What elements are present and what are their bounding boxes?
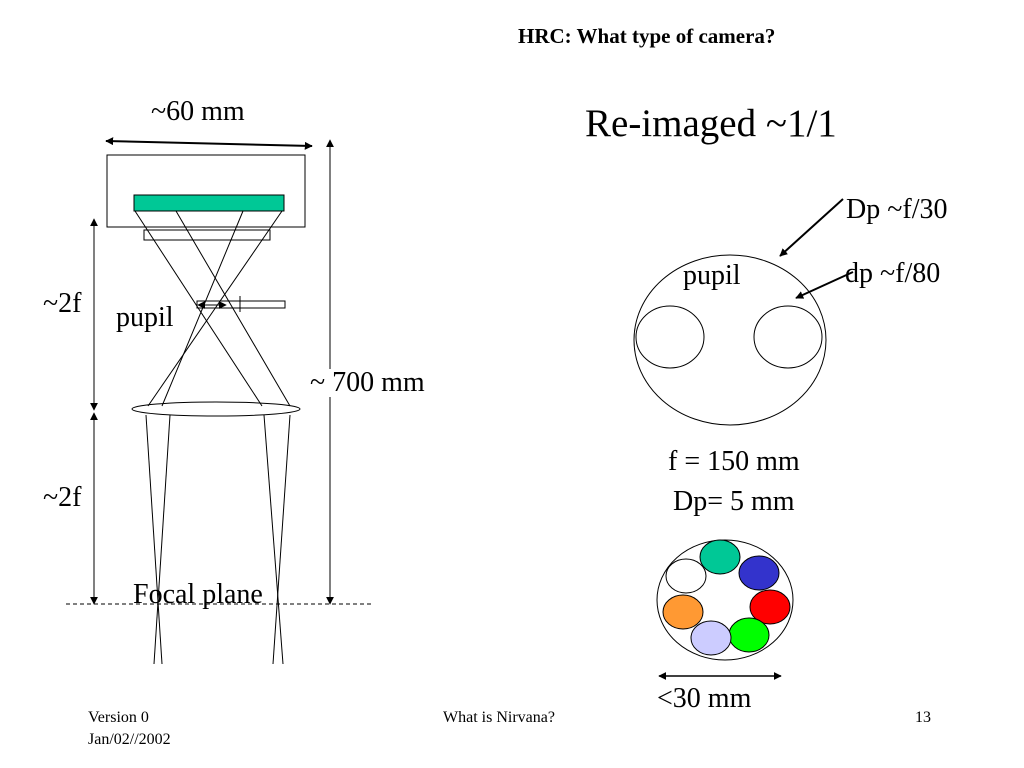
slide-header: HRC: What type of camera? (518, 24, 776, 48)
filter-red (749, 589, 791, 625)
footer-date: Jan/02//2002 (88, 731, 171, 748)
outer-pupil-arrow (779, 198, 844, 257)
footer-page-number: 13 (915, 709, 931, 726)
width-arrow (105, 137, 313, 150)
lens (131, 401, 301, 417)
slide-subtitle: Re-imaged ~1/1 (585, 102, 837, 145)
upper-2f-label: ~2f (43, 288, 82, 319)
filter-teal (699, 539, 741, 575)
ray-bundle-upper (134, 210, 291, 407)
pupil-diameter-label: Dp= 5 mm (673, 486, 795, 517)
focal-length-label: f = 150 mm (668, 446, 800, 477)
instrument-housing (106, 154, 306, 228)
focal-plane-label: Focal plane (133, 579, 263, 610)
footer-version: Version 0 (88, 709, 149, 726)
detector (133, 194, 285, 212)
inner-pupil-arrow (795, 271, 854, 299)
relay-plate (143, 229, 271, 241)
pupil-diagram (633, 198, 854, 426)
outer-pupil (633, 254, 827, 426)
filter-green (728, 617, 770, 653)
pupil-plate (196, 300, 286, 309)
filter-lavender (690, 620, 732, 656)
ray-bundle-lower (145, 414, 291, 665)
pupil-label-left: pupil (116, 302, 174, 333)
outer-pupil-label: Dp ~f/30 (846, 194, 948, 225)
filter-blue (738, 555, 780, 591)
filter-white (665, 558, 707, 594)
width-label: ~60 mm (151, 96, 245, 127)
inner-pupil-left (635, 305, 705, 369)
length-label: ~ 700 mm (310, 367, 425, 398)
inner-pupil-right (753, 305, 823, 369)
pupil-label-right: pupil (683, 260, 741, 291)
filter-wheel-size-label: <30 mm (657, 683, 752, 714)
inner-pupil-label: dp ~f/80 (845, 258, 941, 289)
filter-wheel (656, 539, 794, 680)
filter-orange (662, 594, 704, 630)
footer-center: What is Nirvana? (443, 709, 555, 726)
lower-2f-label: ~2f (43, 482, 82, 513)
